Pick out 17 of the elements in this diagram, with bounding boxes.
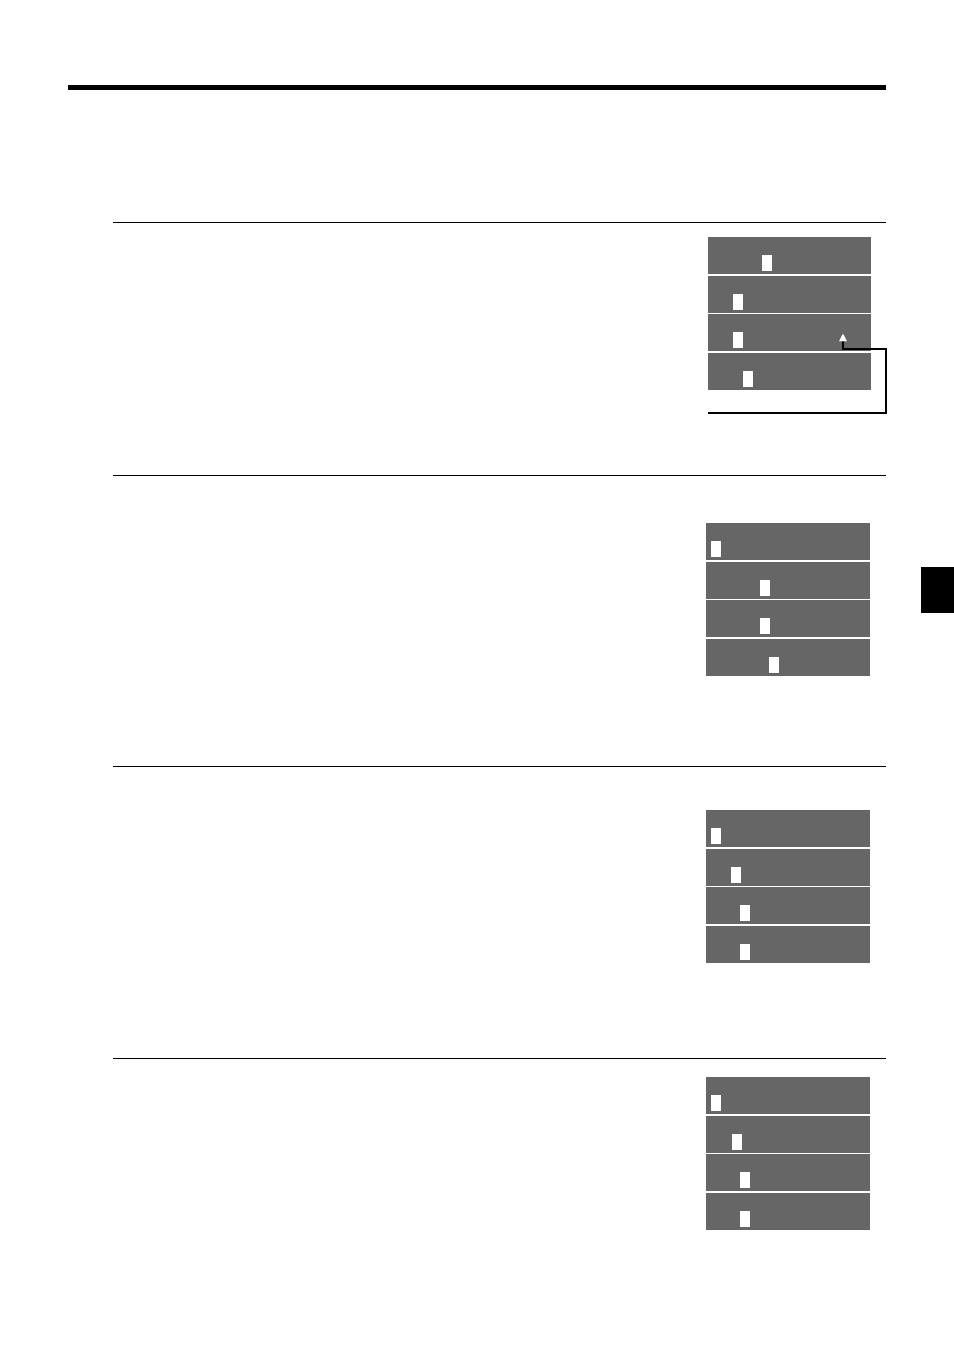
display-panel [708,353,871,390]
display-panel [708,314,871,351]
display-panel [706,926,870,963]
display-panel [706,810,870,847]
display-panel [706,600,870,637]
display-panel [708,276,871,313]
display-panel [706,1154,870,1191]
display-panel [706,849,870,886]
display-panel [706,887,870,924]
display-panel [706,639,870,676]
display-panel [706,562,870,599]
display-panel [706,523,870,560]
display-panel [706,1116,870,1153]
return-arrow [707,333,887,414]
display-panel [706,1077,870,1114]
display-panel [708,237,871,274]
display-panel [706,1193,870,1230]
